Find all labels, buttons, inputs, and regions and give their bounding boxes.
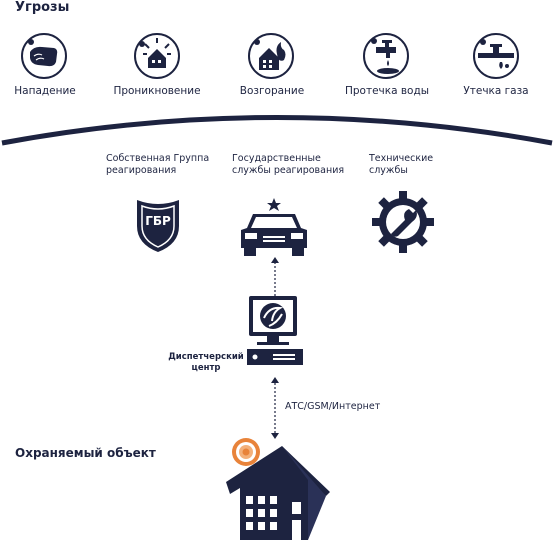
dispatch-label: Диспетчерский центр <box>168 352 244 373</box>
connection-label: АТС/GSM/Интернет <box>285 401 381 412</box>
threat-label-fire: Возгорание <box>239 85 305 97</box>
service-label-state: Государственные службы реагирования <box>232 153 345 176</box>
gbr-badge-text: ГБР <box>145 214 171 228</box>
arc-divider <box>1 115 553 146</box>
threats-title: Угрозы <box>15 0 70 15</box>
protected-object-label: Охраняемый объект <box>15 446 156 460</box>
threat-label-intrusion: Проникновение <box>113 85 201 97</box>
arrow-to-services <box>271 257 279 296</box>
threat-label-attack: Нападение <box>14 85 76 97</box>
service-label-technical: Технические службы <box>369 153 434 176</box>
service-label-gbr: Собственная Группа реагирования <box>106 153 210 176</box>
gbr-shield-icon: ГБР <box>133 196 183 254</box>
intrusion-house-icon <box>133 32 181 80</box>
connection-arrow <box>271 377 279 439</box>
water-leak-faucet-icon <box>362 32 410 80</box>
gas-leak-pipe-icon <box>472 32 520 80</box>
threat-label-gas-leak: Утечка газа <box>463 85 529 97</box>
fire-house-icon <box>247 32 295 80</box>
wrench-gear-icon <box>371 190 435 254</box>
attack-fist-icon <box>20 32 68 80</box>
protected-house-icon <box>222 436 332 540</box>
computer-terminal-icon <box>243 296 307 372</box>
threat-label-water-leak: Протечка воды <box>344 85 430 97</box>
police-car-icon <box>237 196 311 258</box>
